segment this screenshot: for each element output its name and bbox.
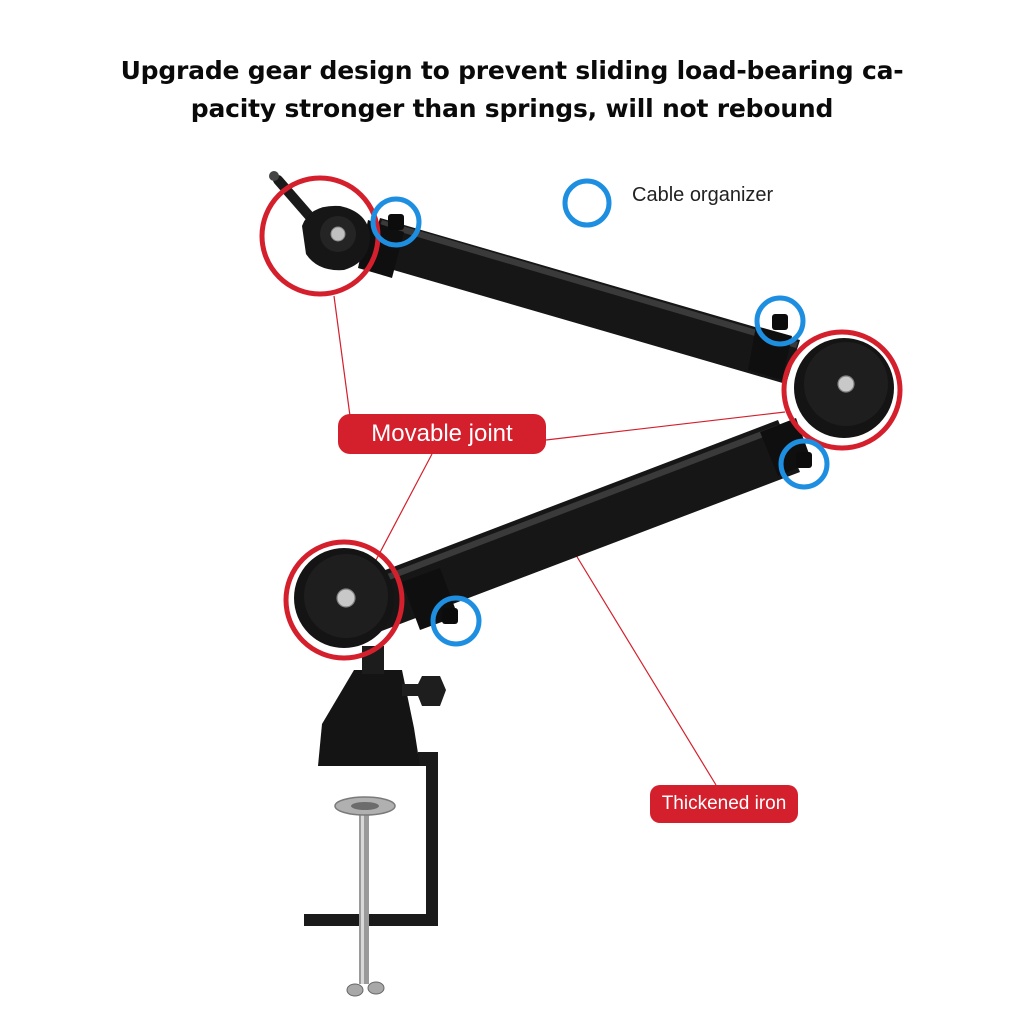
cable-clip-1	[388, 214, 404, 230]
upper-arm-highlight	[380, 220, 798, 348]
headline: Upgrade gear design to prevent sliding l…	[0, 52, 1024, 128]
leader-line-top-joint	[333, 295, 351, 417]
upper-arm	[358, 218, 800, 384]
cable-clip-2	[772, 314, 788, 330]
lower-arm-highlight	[340, 424, 782, 598]
clamp-c-frame	[304, 752, 438, 926]
cable-clip-3	[796, 452, 812, 468]
lower-arm-bar	[338, 420, 800, 640]
bottom-joint-bolt	[336, 588, 356, 608]
cable-ring-2	[754, 295, 806, 347]
cable-ring-1	[370, 196, 422, 248]
legend-label: Cable organizer	[632, 184, 774, 206]
cable-ring-4	[430, 595, 482, 647]
leader-line-bottom-joint	[375, 453, 433, 561]
upper-arm-bar	[366, 218, 800, 384]
right-joint-bolt	[837, 375, 855, 393]
movable-joint-tag: Movable joint	[338, 414, 546, 454]
cable-clips	[388, 214, 812, 624]
desk-clamp	[304, 646, 446, 997]
clamp-mount-block	[318, 670, 420, 766]
cable-clip-4	[442, 608, 458, 624]
joint-ring-right	[781, 329, 903, 451]
blue-circle-icon	[562, 178, 612, 228]
clamp-screw-wing-right	[367, 981, 385, 995]
top-mount-screw	[269, 171, 279, 181]
top-mount-bolt	[330, 226, 346, 242]
clamp-knob	[402, 676, 446, 706]
clamp-screw-pad-inner	[351, 802, 379, 810]
clamp-screw-wing-left	[346, 983, 364, 997]
joint-ring-bottom	[283, 539, 405, 661]
headline-line-1: Upgrade gear design to prevent sliding l…	[120, 56, 904, 85]
leader-line-iron	[567, 541, 717, 786]
upper-arm-end-cap-right	[748, 326, 792, 380]
cable-organizer-rings	[370, 196, 830, 647]
cable-ring-3	[778, 438, 830, 490]
right-joint-hub	[794, 338, 894, 438]
leader-line-right-joint	[545, 411, 786, 441]
thickened-iron-tag: Thickened iron	[650, 785, 798, 823]
clamp-screw-highlight	[361, 812, 364, 984]
bottom-joint-hub	[294, 548, 394, 648]
top-mount	[269, 171, 370, 271]
headline-line-2: pacity stronger than springs, will not r…	[190, 94, 834, 123]
